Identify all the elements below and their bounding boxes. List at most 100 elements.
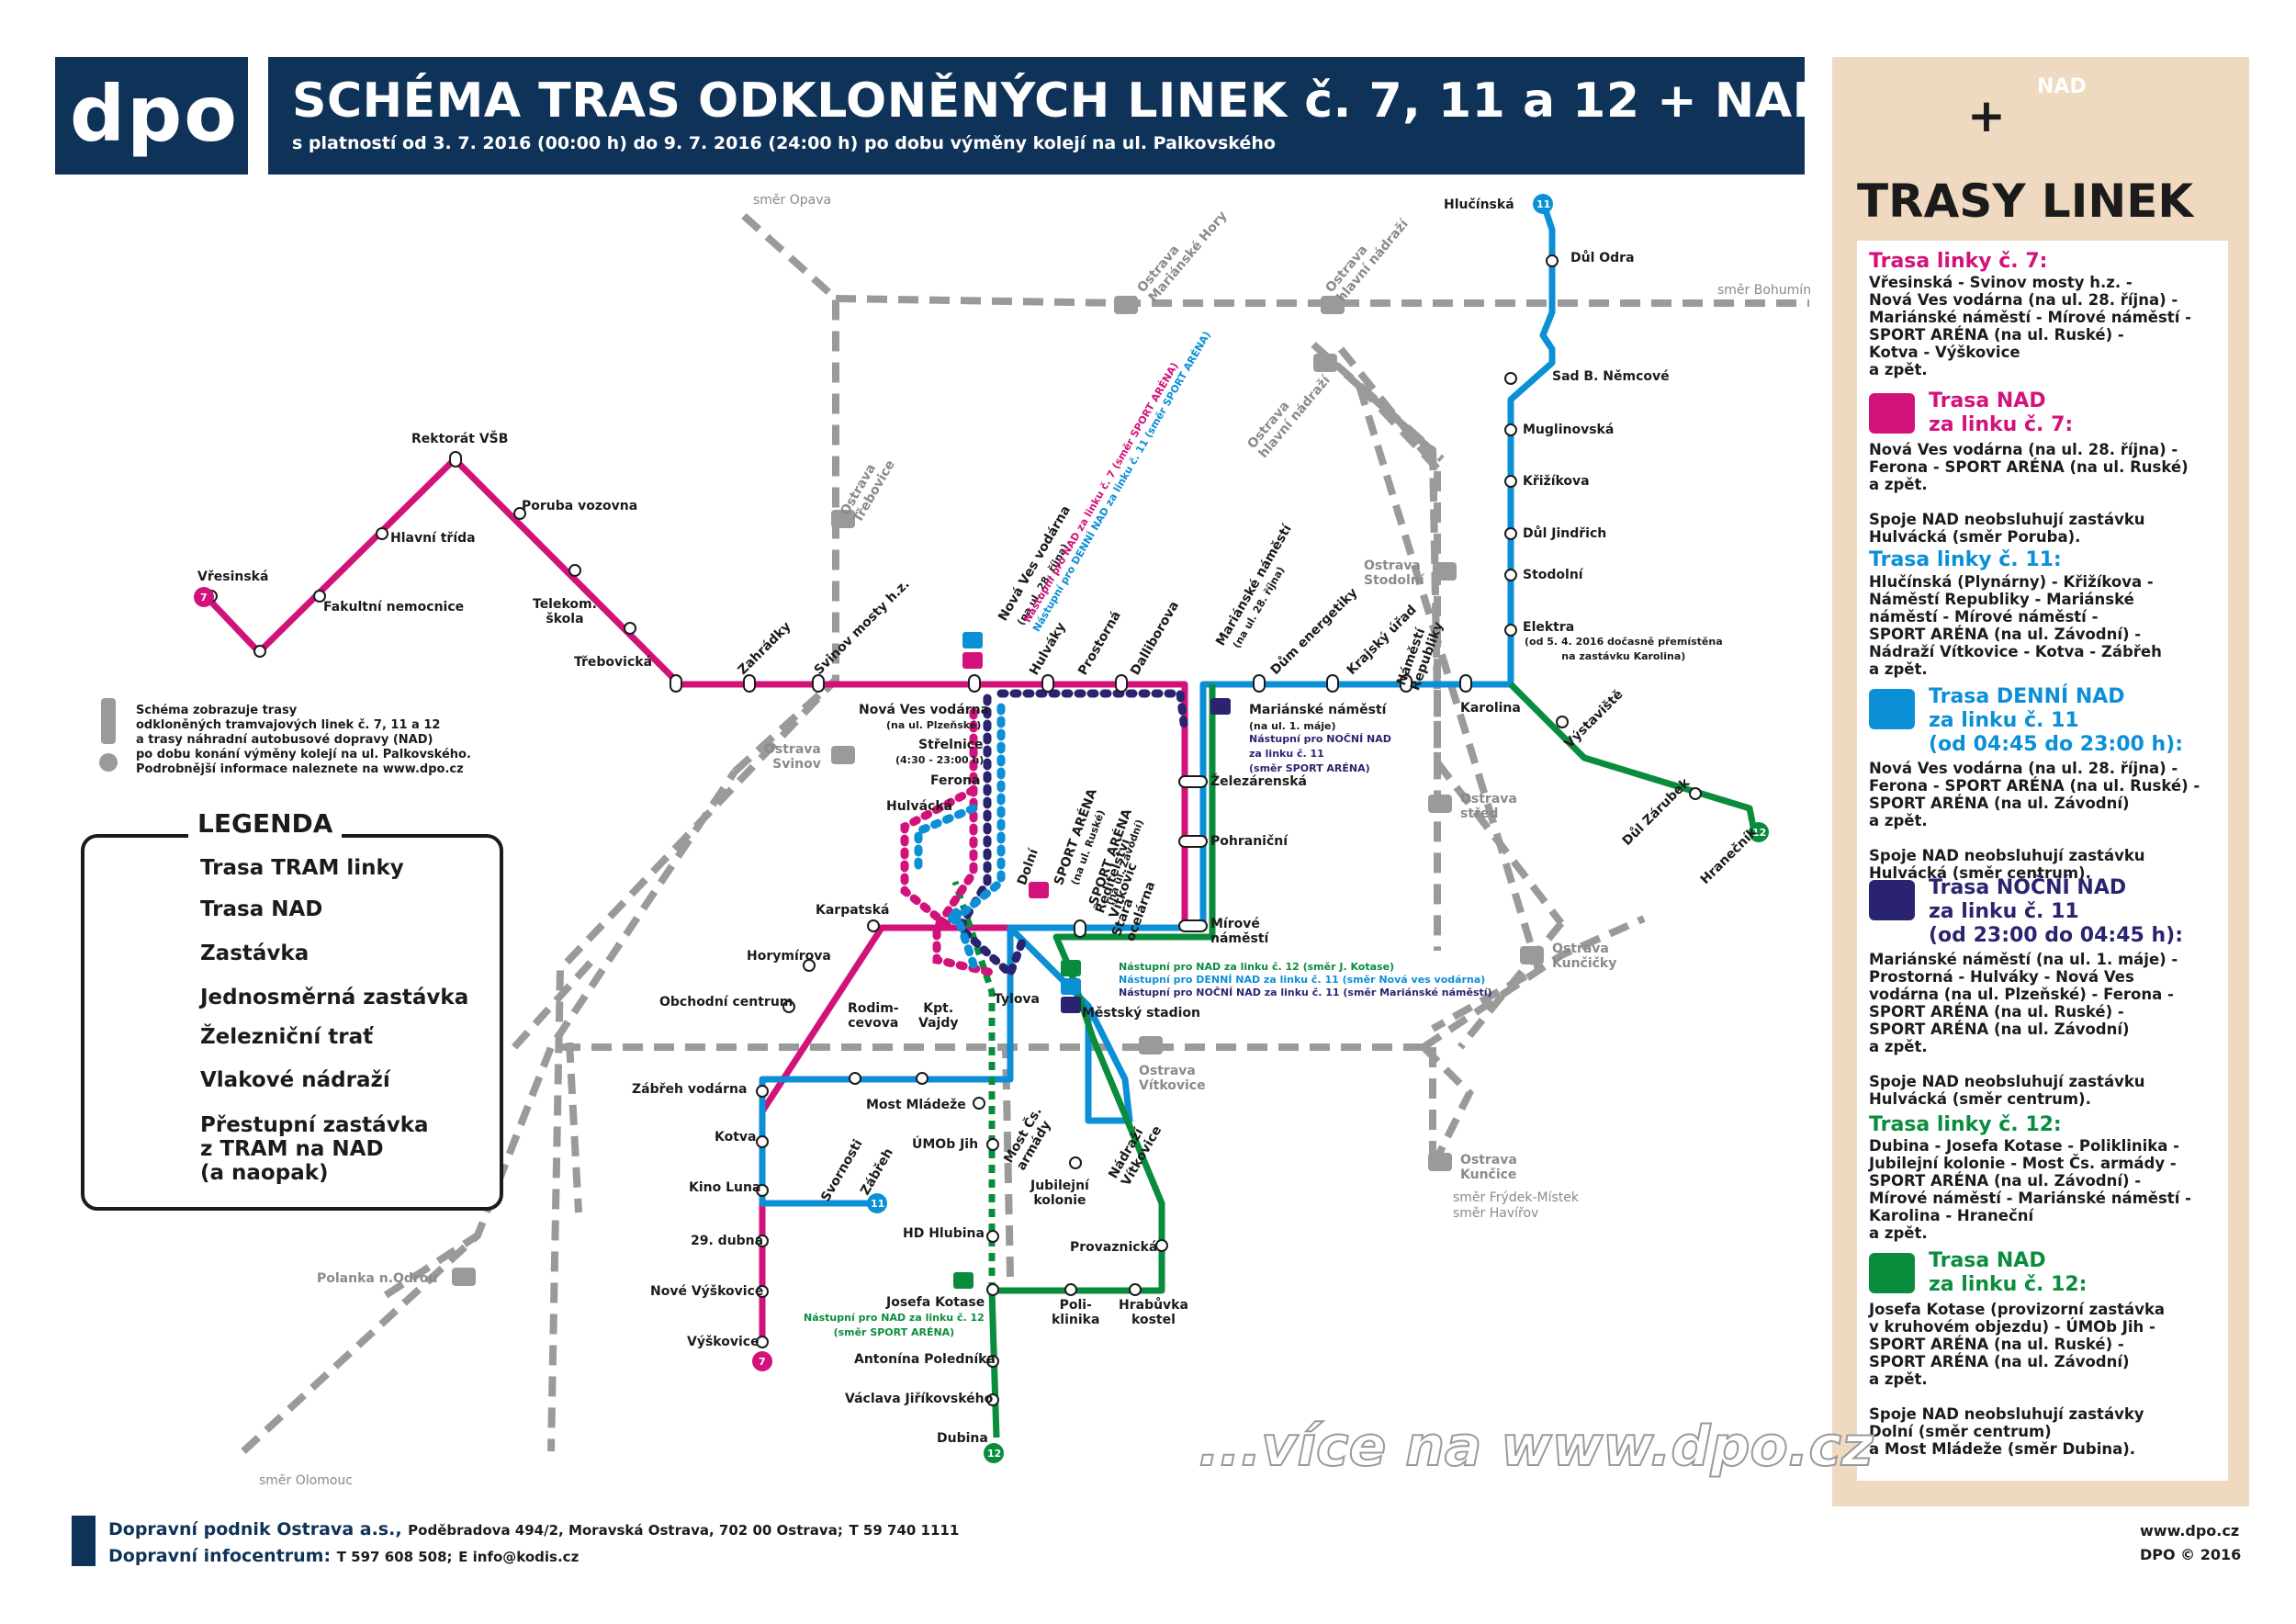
stop-obchodni: Obchodní centrum xyxy=(659,995,793,1009)
rail-smer-olomouc: směr Olomouc xyxy=(259,1473,353,1488)
footer-phone: T 59 740 1111 xyxy=(849,1522,960,1539)
stop-mirove: Mírové náměstí xyxy=(1210,917,1269,946)
stop-zelezarenska: Železárenská xyxy=(1210,774,1307,789)
rail-kuncice: Ostrava Kunčice xyxy=(1460,1153,1517,1182)
stop-vyskovice: Výškovice xyxy=(687,1335,760,1349)
stop-hlavni-trida: Hlavní třída xyxy=(390,531,476,546)
stop-marianske-1maje-sub: (na ul. 1. máje) xyxy=(1249,720,1336,732)
badge-12-bottom: 12 xyxy=(987,1448,1002,1460)
stop-dul-odra: Důl Odra xyxy=(1570,251,1635,265)
stop-vresinska: Vřesinská xyxy=(197,570,269,584)
stop-dul-jindrich: Důl Jindřich xyxy=(1523,526,1607,541)
footer-address: Poděbradova 494/2, Moravská Ostrava, 702… xyxy=(408,1522,843,1539)
stop-pohranicni: Pohraniční xyxy=(1210,834,1289,849)
stop-elektra: Elektra xyxy=(1523,620,1575,635)
legend-railway: Železniční trať xyxy=(200,1025,374,1049)
footer-web[interactable]: www.dpo.cz xyxy=(2140,1522,2240,1539)
footer-company-name: Dopravní podnik Ostrava a.s., xyxy=(108,1519,402,1539)
stop-rektorat: Rektorát VŠB xyxy=(411,432,509,446)
stop-antonina-polednika: Antonína Poledníka xyxy=(854,1352,996,1367)
stop-muglinovska: Muglinovská xyxy=(1523,423,1615,437)
title-banner xyxy=(268,57,1805,175)
legend-badge-7: 7 xyxy=(103,860,112,874)
stop-nova-ves-plzenska: Nová Ves vodárna xyxy=(859,703,990,717)
nad-routes xyxy=(900,689,1189,981)
info-icon xyxy=(72,1516,96,1566)
panel-card xyxy=(1857,241,2228,1481)
stop-umob-jih: ÚMOb Jih xyxy=(912,1137,979,1152)
badge-11-top: 11 xyxy=(1536,198,1551,210)
stop-elektra-sub: (od 5. 4. 2016 dočasně přemístěna na zas… xyxy=(1525,636,1723,662)
rail-kuncicky: Ostrava Kunčičky xyxy=(1552,942,1617,971)
rail-stodolni: Ostrava Stodolní xyxy=(1364,558,1424,588)
stop-poliklinika: Poli- klinika xyxy=(1052,1298,1100,1327)
stop-hulvacka: Hulvácká xyxy=(886,799,953,814)
stop-karpatska: Karpatská xyxy=(816,903,890,918)
badge-12-right: 12 xyxy=(1752,827,1767,839)
stop-rodimcevova: Rodim- cevova xyxy=(848,1001,899,1031)
note-transfer-denni: Nástupní pro DENNÍ NAD za linku č. 11 (s… xyxy=(1119,974,1486,986)
tram-line-11 xyxy=(759,200,1556,1207)
rail-stred: Ostrava střed xyxy=(1460,792,1517,821)
stop-tylova: Tylova xyxy=(994,992,1041,1007)
footer-infocentre-label: Dopravní infocentrum: xyxy=(108,1546,332,1566)
footer-info-phone: T 597 608 508; xyxy=(336,1549,453,1565)
stop-ferona: Ferona xyxy=(930,773,981,788)
stop-josefa-kotase: Josefa Kotase xyxy=(886,1295,985,1310)
note-transfer-12: Nástupní pro NAD za linku č. 12 (směr J.… xyxy=(1119,961,1395,973)
rail-smer-bohumin: směr Bohumín xyxy=(1717,283,1812,298)
route-12-body: Dubina - Josefa Kotase - Poliklinika - J… xyxy=(1869,1137,2191,1242)
legend-tram-line: Trasa TRAM linky xyxy=(200,856,404,880)
stop-kotva: Kotva xyxy=(715,1130,757,1145)
stop-strelnice: Střelnice xyxy=(918,738,984,752)
more-info-link[interactable]: ...více na www.dpo.cz xyxy=(1198,1414,1874,1480)
stop-sad-nemcove: Sad B. Němcové xyxy=(1552,369,1670,384)
stop-nove-vyskovice: Nové Výškovice xyxy=(650,1284,764,1299)
stop-plzenska-sub: (na ul. Plzeňské) xyxy=(886,719,982,731)
nad-7-heading: Trasa NAD za linku č. 7: xyxy=(1929,389,2074,436)
nad-11-night-heading: Trasa NOČNÍ NAD za linku č. 11 (od 23:00… xyxy=(1929,876,2183,947)
nad-11-day-heading: Trasa DENNÍ NAD za linku č. 11 (od 04:45… xyxy=(1929,685,2183,756)
stop-29-dubna: 29. dubna xyxy=(691,1234,764,1248)
route-12-heading: Trasa linky č. 12: xyxy=(1869,1113,2062,1136)
badge-7-bottom: 7 xyxy=(759,1356,766,1368)
legend-nad-route: Trasa NAD xyxy=(200,897,323,921)
stop-jubilejni: Jubilejní kolonie xyxy=(1030,1179,1089,1208)
stop-strelnice-sub: (4:30 - 23:00 h) xyxy=(895,754,985,766)
stop-stodolni: Stodolní xyxy=(1523,568,1583,582)
stop-horymirova: Horymírova xyxy=(747,949,831,964)
note-nocni-nastup: Nástupní pro NOČNÍ NAD za linku č. 11 (s… xyxy=(1249,733,1391,774)
nad-7-bus-icon xyxy=(1869,393,1915,434)
footer-infocentre: Dopravní infocentrum: T 597 608 508; E i… xyxy=(108,1546,579,1566)
stop-marianske-1maje: Mariánské náměstí xyxy=(1249,703,1387,717)
stop-zabreh-vodarna: Zábřeh vodárna xyxy=(632,1082,748,1097)
nad-11-day-bus-icon xyxy=(1869,689,1915,729)
legend-stop: Zastávka xyxy=(200,942,310,965)
route-7-body: Vřesinská - Svinov mosty h.z. - Nová Ves… xyxy=(1869,274,2191,378)
legend-train-station: Vlakové nádraží xyxy=(200,1068,390,1092)
footer-company: Dopravní podnik Ostrava a.s., Poděbradov… xyxy=(108,1519,959,1539)
footer-info-mail[interactable]: E info@kodis.cz xyxy=(458,1549,580,1565)
legend-transfer-stop: Přestupní zastávka z TRAM na NAD (a naop… xyxy=(200,1113,429,1185)
nad-11-night-body: Mariánské náměstí (na ul. 1. máje) - Pro… xyxy=(1869,951,2178,1108)
map-note: Schéma zobrazuje trasy odkloněných tramv… xyxy=(136,704,471,776)
nad-badge: NAD xyxy=(2037,75,2087,98)
stop-dubina: Dubina xyxy=(937,1431,988,1446)
rail-svinov: Ostrava Svinov xyxy=(764,742,821,772)
rail-smer-opava: směr Opava xyxy=(753,193,832,208)
stop-mestsky-stadion: Městský stadion xyxy=(1082,1006,1200,1021)
stop-karolina: Karolina xyxy=(1460,701,1521,716)
nad-7-body: Nová Ves vodárna (na ul. 28. října) - Fe… xyxy=(1869,441,2189,546)
bus-nad-icon xyxy=(953,632,1231,1289)
stop-provaznicka: Provaznická xyxy=(1070,1240,1158,1255)
note-transfer-nocni: Nástupní pro NOČNÍ NAD za linku č. 11 (s… xyxy=(1119,987,1492,998)
note-kotase-nastup: Nástupní pro NAD za linku č. 12 (směr SP… xyxy=(804,1312,985,1338)
legend-oneway-stop: Jednosměrná zastávka xyxy=(200,986,469,1009)
rail-polanka: Polanka n.Odrou xyxy=(317,1271,438,1286)
stop-poruba-vozovna: Poruba vozovna xyxy=(522,499,638,513)
stop-hlucinska: Hlučínská xyxy=(1444,197,1514,212)
stop-markers xyxy=(205,254,1702,1406)
stop-hd-hlubina: HD Hlubina xyxy=(903,1226,985,1241)
nad-12-heading: Trasa NAD za linku č. 12: xyxy=(1929,1249,2088,1296)
legend-title: LEGENDA xyxy=(188,808,343,839)
